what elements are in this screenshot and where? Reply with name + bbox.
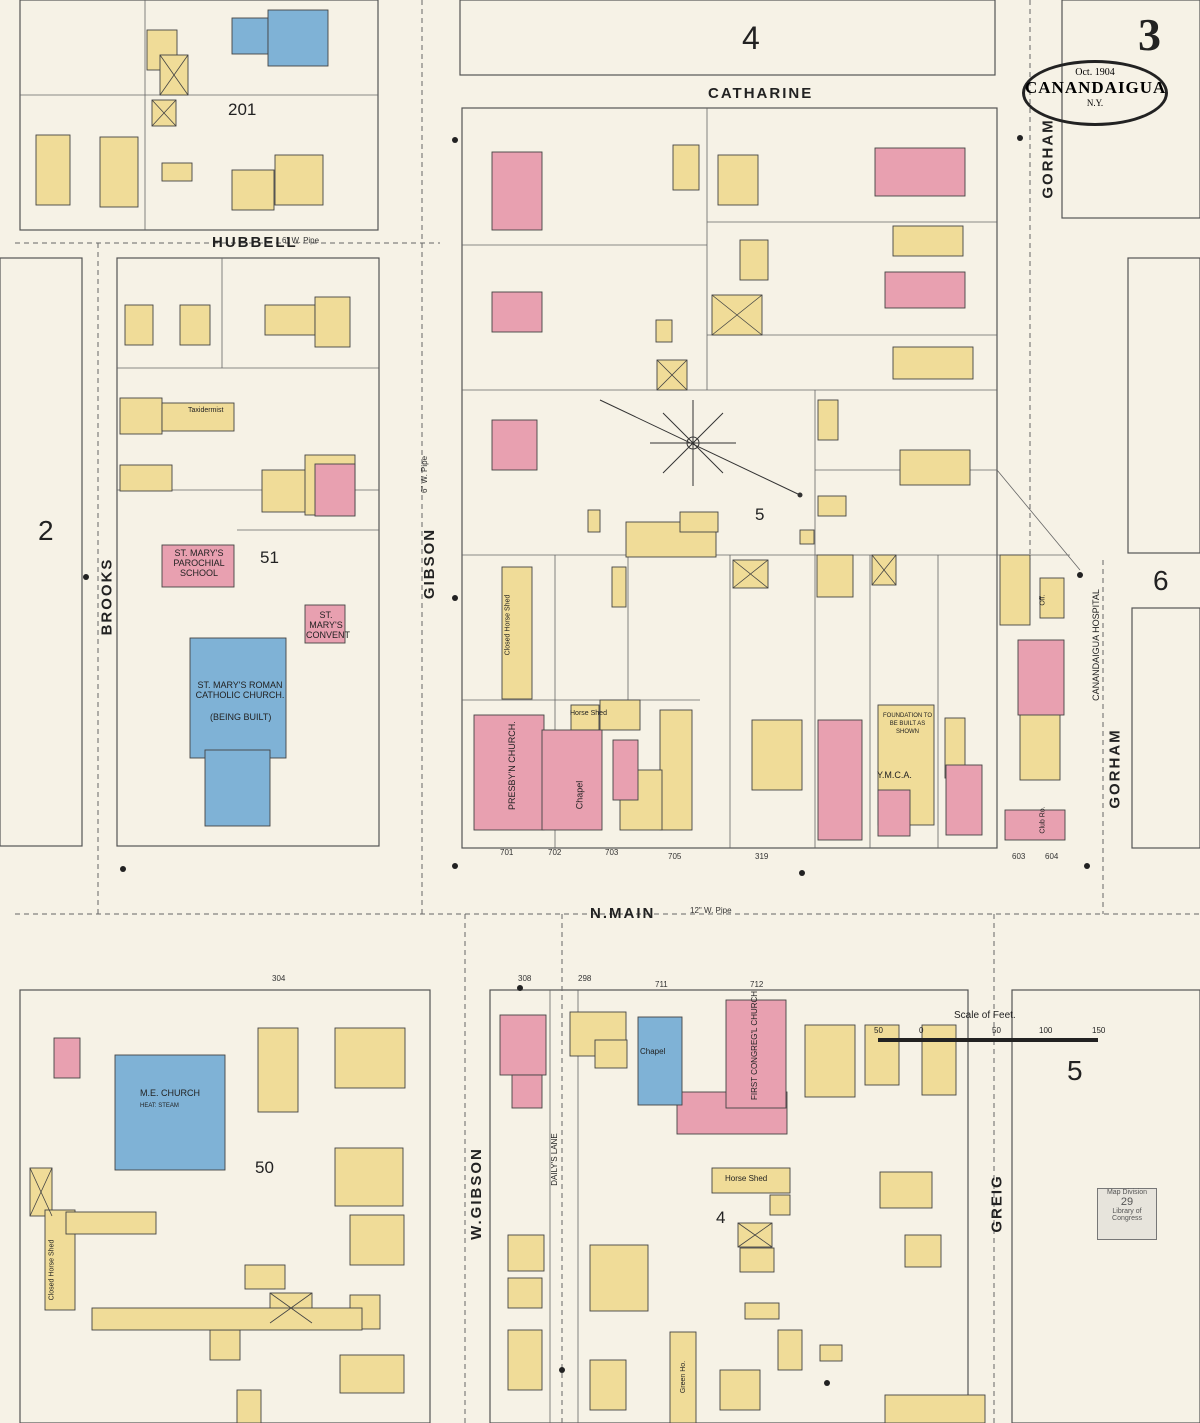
label-horse-shed-south: Horse Shed — [725, 1174, 768, 1183]
sheet-number: 3 — [1138, 9, 1161, 60]
address-703: 703 — [605, 848, 619, 857]
address-298: 298 — [578, 974, 592, 983]
block-201-outline — [19, 0, 379, 231]
sheet-4-outline — [459, 0, 996, 76]
label-chapel-north: Chapel — [574, 780, 585, 810]
scale-label: Scale of Feet. — [954, 1010, 1016, 1021]
label-closed-horse-shed-south: Closed Horse Shed — [48, 1239, 56, 1301]
street-gorham-top: GORHAM — [1039, 118, 1057, 199]
address-319: 319 — [755, 852, 769, 861]
stamp-line2: 29 — [1120, 1196, 1134, 1208]
stone-buildings — [114, 9, 683, 1171]
label-congreg-church: FIRST CONGREG'L CHURCH — [750, 990, 759, 1100]
label-club: Club Ro. — [1039, 806, 1047, 834]
block-number-4: 4 — [716, 1208, 726, 1227]
stamp-line1: Map Division — [1106, 1189, 1148, 1196]
street-brooks: BROOKS — [98, 557, 116, 636]
address-604: 604 — [1045, 852, 1059, 861]
label-taxidermist: Taxidermist — [188, 407, 224, 414]
block-number-5: 5 — [755, 505, 765, 524]
address-304: 304 — [272, 974, 286, 983]
scale-tick-0: 50 — [874, 1026, 883, 1035]
block-5-outline — [461, 107, 998, 849]
compass-rose — [599, 399, 803, 498]
label-horse-shed-north: Horse Shed — [570, 710, 607, 717]
street-gibson: GIBSON — [421, 527, 439, 600]
address-711: 711 — [655, 980, 668, 989]
block-number-51: 51 — [260, 548, 279, 567]
label-parochial-school: ST. MARY'S PAROCHIAL SCHOOL — [173, 548, 225, 578]
sheet-city: CANANDAIGUA — [1025, 78, 1167, 97]
label-office: Off. — [1039, 594, 1047, 606]
address-701: 701 — [500, 848, 514, 857]
label-me-church-note: HEAT: STEAM — [140, 1103, 179, 1109]
sheet-6-upper-outline — [1127, 257, 1200, 554]
adjacent-sheet-2: 2 — [38, 515, 54, 546]
label-hospital: CANANDAIGUA HOSPITAL — [1090, 589, 1101, 701]
street-n-main: N.MAIN — [590, 905, 656, 922]
town-seal: Oct. 1904 CANANDAIGUA N.Y. — [1022, 60, 1168, 126]
address-705: 705 — [668, 852, 682, 861]
block-50-outline — [19, 989, 431, 1423]
adjacent-sheet-5: 5 — [1067, 1055, 1083, 1086]
label-me-church: M.E. CHURCH — [140, 1088, 200, 1098]
block-number-50: 50 — [255, 1158, 274, 1177]
sheet-6-lower-outline — [1131, 607, 1200, 849]
street-catharine: CATHARINE — [708, 85, 814, 102]
label-presbyn-church: PRESBY'N CHURCH. — [507, 721, 517, 810]
block-number-201: 201 — [228, 100, 257, 119]
label-ymca: Y.M.C.A. — [877, 770, 912, 780]
street-greig: GREIG — [988, 1174, 1006, 1233]
sheet-5-outline — [1011, 989, 1200, 1423]
hydrants — [83, 135, 1090, 1386]
sheet-state: N.Y. — [1086, 98, 1104, 108]
street-hubbell: HUBBELL — [212, 234, 298, 251]
address-308: 308 — [518, 974, 532, 983]
pipe-gibson: 6" W. Pipe — [420, 455, 430, 494]
adjacent-sheet-4: 4 — [742, 20, 760, 56]
label-convent: ST. MARY'S CONVENT — [306, 610, 351, 640]
street-dailys-lane: DAILY'S LANE — [549, 1133, 559, 1186]
scale-tick-3: 100 — [1039, 1026, 1053, 1035]
adjacent-sheet-6: 6 — [1153, 565, 1169, 596]
label-catholic-church-note: (BEING BUILT) — [210, 712, 272, 722]
street-gorham-bottom: GORHAM — [1106, 728, 1124, 809]
pipe-hubbell: 6" W. Pipe — [282, 236, 320, 245]
label-chapel-south: Chapel — [640, 1047, 666, 1056]
hatched-outbuildings — [29, 54, 897, 1324]
address-702: 702 — [548, 848, 562, 857]
label-closed-horse-shed-north: Closed Horse Shed — [504, 594, 512, 656]
address-603: 603 — [1012, 852, 1026, 861]
library-stamp: Map Division 29 Library of Congress — [1097, 1188, 1157, 1240]
stamp-line3: Library of Congress — [1112, 1208, 1142, 1222]
block-4-outline — [489, 989, 969, 1423]
sheet-date: Oct. 1904 — [1075, 67, 1115, 78]
pipe-n-main: 12" W. Pipe — [690, 906, 732, 915]
label-green-ho: Green Ho. — [680, 1360, 688, 1394]
street-w-gibson: W.GIBSON — [467, 1147, 485, 1240]
street-lines — [15, 0, 1200, 1423]
scale-tick-4: 150 — [1092, 1026, 1106, 1035]
block-51-outline — [116, 257, 380, 847]
scale-tick-2: 50 — [992, 1026, 1001, 1035]
brick-buildings — [53, 147, 1066, 1135]
scale-tick-1: 0 — [919, 1026, 924, 1035]
label-catholic-church: ST. MARY'S ROMAN CATHOLIC CHURCH. — [195, 680, 285, 700]
scale-bar-line — [878, 1038, 1098, 1042]
lot-lines — [20, 0, 1081, 1423]
sheet-2-outline — [0, 257, 83, 847]
address-712: 712 — [750, 980, 764, 989]
label-foundation-note: FOUNDATION TO BE BUILT AS SHOWN — [882, 713, 932, 735]
